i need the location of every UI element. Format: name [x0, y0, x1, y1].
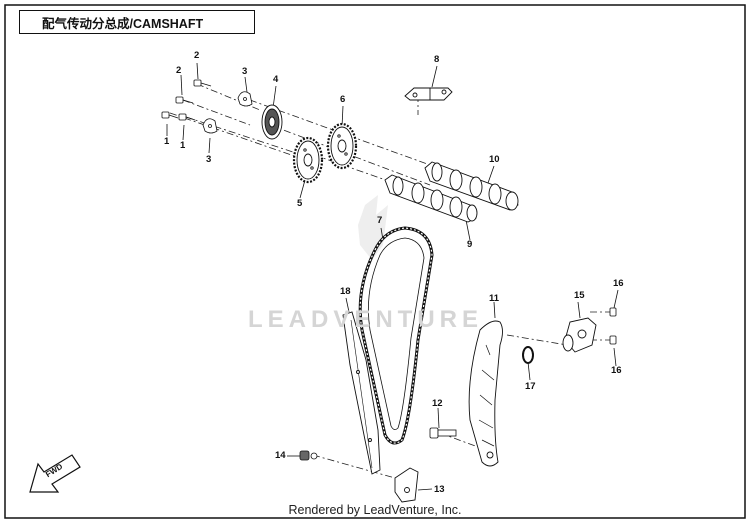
- bolt-1-right: [178, 113, 196, 121]
- callout-18[interactable]: 18: [340, 286, 351, 297]
- plate-3-lower: [202, 118, 218, 134]
- bracket-8: [404, 87, 453, 101]
- pivot-bolt-12: [429, 427, 457, 439]
- callout-12[interactable]: 12: [432, 398, 443, 409]
- watermark-text: LEADVENTURE: [248, 306, 484, 333]
- o-ring-17: [522, 346, 534, 364]
- callout-2[interactable]: 2: [176, 65, 182, 76]
- tensioner-guide-11: [468, 320, 503, 467]
- camshaft-10: [424, 161, 519, 211]
- callout-1[interactable]: 1: [164, 136, 170, 147]
- chain-guide-18: [342, 311, 381, 475]
- leader-lines: [166, 62, 619, 491]
- diagram-title: 配气传动分总成/CAMSHAFT: [19, 10, 255, 34]
- callout-1[interactable]: 1: [180, 140, 186, 151]
- timing-chain-7: [358, 226, 434, 445]
- bolt-16-lower: [609, 335, 617, 345]
- cam-sprocket-5: [292, 136, 324, 184]
- reluctor-ring-4: [261, 104, 283, 140]
- bolt-14: [299, 450, 318, 461]
- bolt-16-upper: [609, 307, 617, 317]
- assembly-lines: [169, 83, 612, 479]
- callout-3[interactable]: 3: [242, 66, 248, 77]
- camshaft-9: [384, 174, 478, 223]
- callout-7[interactable]: 7: [377, 215, 383, 226]
- callout-2[interactable]: 2: [194, 50, 200, 61]
- callout-10[interactable]: 10: [489, 154, 500, 165]
- fwd-arrow-icon: [29, 454, 81, 493]
- callout-11[interactable]: 11: [489, 293, 500, 304]
- bolt-1-left: [161, 111, 179, 119]
- callout-3[interactable]: 3: [206, 154, 212, 165]
- callout-17[interactable]: 17: [525, 381, 536, 392]
- cam-sprocket-6: [326, 122, 358, 170]
- callout-5[interactable]: 5: [297, 198, 303, 209]
- callout-8[interactable]: 8: [434, 54, 440, 65]
- callout-9[interactable]: 9: [467, 239, 473, 250]
- callout-4[interactable]: 4: [273, 74, 279, 85]
- callout-15[interactable]: 15: [574, 290, 585, 301]
- footer-credit: Rendered by LeadVenture, Inc.: [288, 503, 462, 517]
- bolt-2-right: [193, 79, 212, 87]
- callout-6[interactable]: 6: [340, 94, 346, 105]
- callout-16[interactable]: 16: [613, 278, 624, 289]
- chain-tensioner-15: [562, 317, 597, 353]
- callout-14[interactable]: 14: [275, 450, 286, 461]
- callout-13[interactable]: 13: [434, 484, 445, 495]
- callout-16[interactable]: 16: [611, 365, 622, 376]
- bolt-2-left: [175, 96, 194, 104]
- guide-bracket-13: [394, 467, 419, 503]
- plate-3-upper: [237, 91, 253, 107]
